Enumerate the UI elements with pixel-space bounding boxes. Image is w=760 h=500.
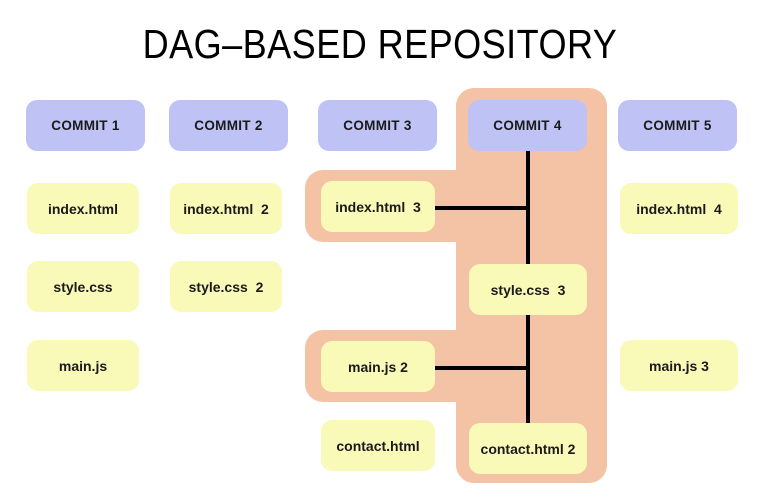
file-node-c4-style-css-3[interactable]: style.css 3 xyxy=(469,264,587,315)
commit-node-commit-2[interactable]: COMMIT 2 xyxy=(169,100,288,151)
file-node-c2-style-css[interactable]: style.css 2 xyxy=(170,261,282,312)
file-node-c3-main-js-2[interactable]: main.js 2 xyxy=(321,341,435,392)
file-node-c4-contact-html-2[interactable]: contact.html 2 xyxy=(469,423,587,474)
commit-node-commit-1[interactable]: COMMIT 1 xyxy=(26,100,145,151)
edge-stylecss3-to-mainjs2-horizontal xyxy=(433,366,530,370)
edge-stylecss3-to-contacthtml2-vertical xyxy=(526,366,530,426)
file-node-c1-main-js[interactable]: main.js xyxy=(27,340,139,391)
file-node-c5-index-html-4[interactable]: index.html 4 xyxy=(620,183,738,234)
edge-stylecss3-to-mainjs2-vertical xyxy=(526,310,530,370)
edge-commit4-to-index3-horizontal xyxy=(433,206,530,210)
file-node-c3-contact-html[interactable]: contact.html xyxy=(321,420,435,471)
page-title: DAG–BASED REPOSITORY xyxy=(142,21,618,67)
file-node-c1-style-css[interactable]: style.css xyxy=(27,261,139,312)
commit-node-commit-4[interactable]: COMMIT 4 xyxy=(468,100,587,151)
commit-node-commit-5[interactable]: COMMIT 5 xyxy=(618,100,737,151)
file-node-c5-main-js-3[interactable]: main.js 3 xyxy=(620,340,738,391)
file-node-c3-index-html-3[interactable]: index.html 3 xyxy=(321,181,435,232)
edge-commit4-to-index3-vertical xyxy=(526,148,530,212)
commit-node-commit-3[interactable]: COMMIT 3 xyxy=(318,100,437,151)
file-node-c1-index-html[interactable]: index.html xyxy=(27,183,139,234)
edge-commit4-to-stylecss3-vertical xyxy=(526,206,530,266)
file-node-c2-index-html[interactable]: index.html 2 xyxy=(170,183,282,234)
